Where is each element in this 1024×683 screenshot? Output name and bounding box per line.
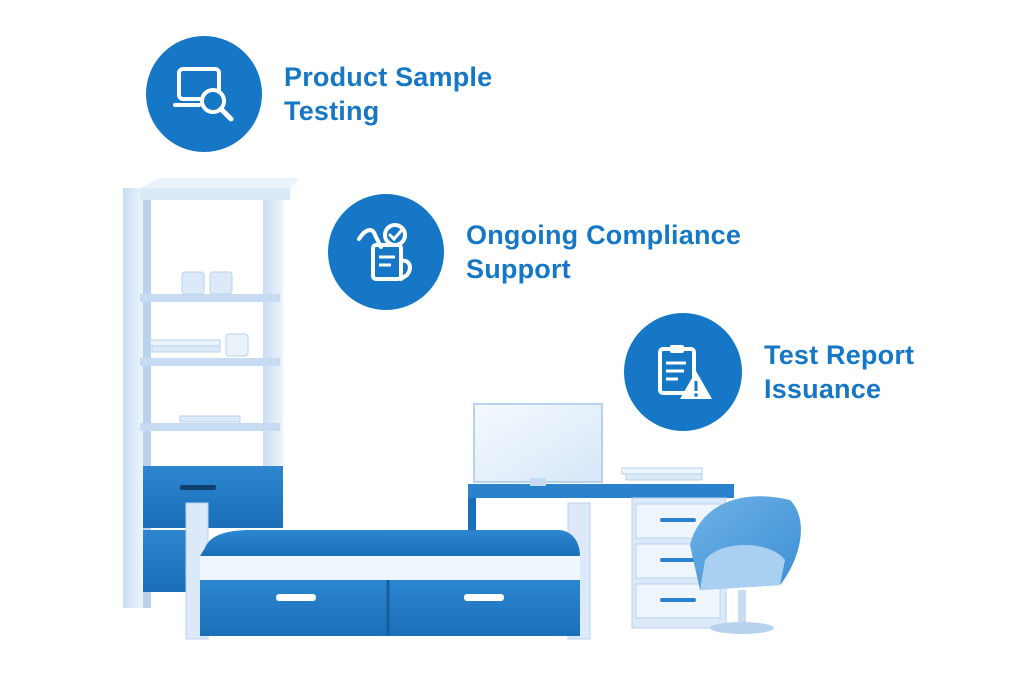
feature-label-line2: Testing [284, 96, 380, 126]
feature-label: Product Sample Testing [284, 60, 492, 128]
feature-label-line1: Product Sample [284, 62, 493, 92]
bed [185, 502, 591, 640]
laptop-search-icon [173, 67, 234, 122]
feature-badge [146, 36, 262, 152]
feature-ongoing-compliance-support: Ongoing Compliance Support [328, 194, 741, 310]
feature-label-line2: Support [466, 254, 571, 284]
chair [690, 496, 801, 634]
feature-badge [624, 313, 742, 431]
feature-label-line1: Ongoing Compliance [466, 220, 742, 250]
feature-label-line2: Issuance [764, 374, 882, 404]
hand-checklist-icon [357, 223, 412, 281]
feature-badge [328, 194, 444, 310]
feature-test-report-issuance: Test Report Issuance [624, 313, 914, 431]
clipboard-warning-icon [658, 345, 712, 399]
feature-label: Ongoing Compliance Support [466, 218, 741, 286]
feature-label: Test Report Issuance [764, 338, 914, 406]
feature-label-line1: Test Report [764, 340, 915, 370]
feature-product-sample-testing: Product Sample Testing [146, 36, 492, 152]
